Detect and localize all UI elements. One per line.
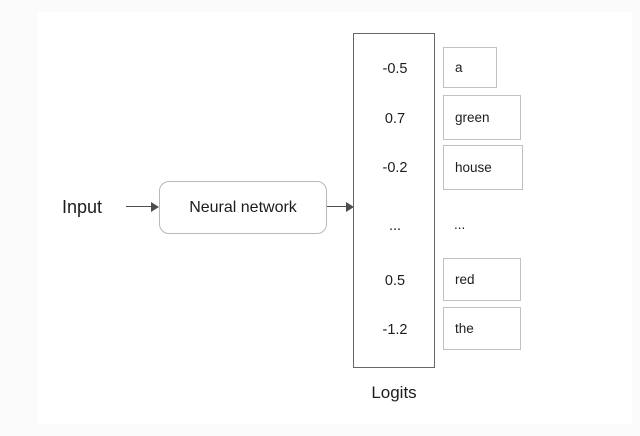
- logits-caption: Logits: [371, 383, 417, 402]
- vocabulary-token-label: the: [455, 321, 474, 336]
- logit-value: 0.5: [384, 273, 406, 289]
- neural-network-box: Neural network: [159, 181, 327, 234]
- vocabulary-ellipsis: ...: [454, 217, 466, 232]
- arrow-network-to-logits: [327, 201, 354, 213]
- logit-value: -1.2: [382, 322, 408, 338]
- logit-value: -0.2: [382, 160, 408, 176]
- vocabulary-token-box: red: [443, 258, 521, 301]
- vocabulary-token-box: green: [443, 95, 521, 140]
- arrow-shaft: [126, 206, 151, 208]
- input-label: Input: [62, 197, 103, 217]
- neural-network-label: Neural network: [189, 198, 297, 216]
- logit-value: ...: [388, 218, 402, 234]
- logits-column: -0.5 0.7 -0.2... 0.5 -1.2: [353, 33, 435, 368]
- vocabulary-token-label: a: [455, 60, 463, 75]
- vocabulary-token-label: house: [455, 160, 492, 175]
- vocabulary-token-label: red: [455, 272, 475, 287]
- logit-value: 0.7: [384, 111, 406, 127]
- vocabulary-token-box: house: [443, 145, 523, 190]
- vocabulary-token-box: the: [443, 307, 521, 350]
- arrow-head: [151, 202, 159, 212]
- vocabulary-token-label: green: [455, 110, 490, 125]
- logit-value: -0.5: [382, 61, 408, 77]
- arrow-head: [346, 202, 354, 212]
- arrow-input-to-network: [126, 201, 159, 213]
- arrow-shaft: [327, 206, 346, 208]
- diagram-background: [38, 12, 632, 424]
- vocabulary-token-box: a: [443, 47, 497, 88]
